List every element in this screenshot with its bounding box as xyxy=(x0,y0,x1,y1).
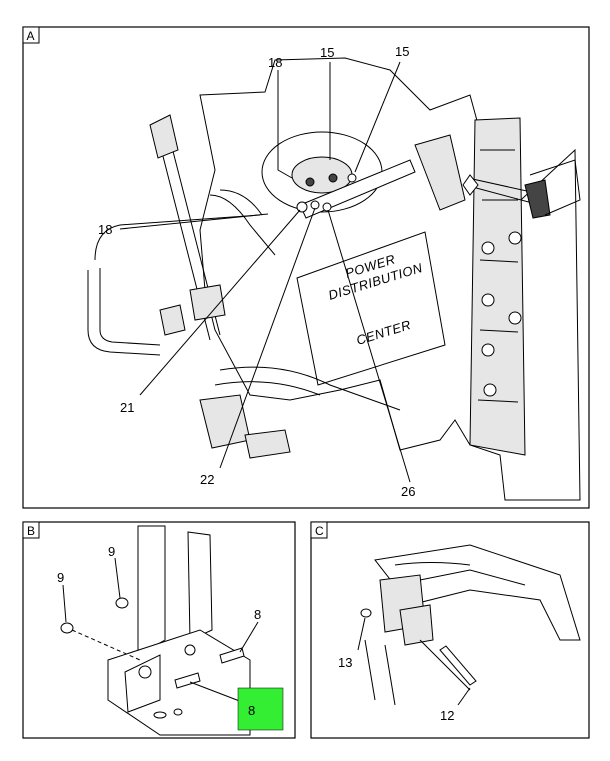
bolt-12 xyxy=(439,645,477,686)
leader-13 xyxy=(357,617,366,651)
callout-26: 26 xyxy=(401,484,415,499)
nut-21 xyxy=(296,201,308,213)
lower-harness xyxy=(214,366,401,411)
panel-c: C 13 12 xyxy=(310,521,590,739)
callout-18b: 18 xyxy=(98,222,112,237)
slot-hole xyxy=(153,711,167,719)
panel-a: A POWER DISTRIBUTION CENTER xyxy=(22,26,590,509)
post-left xyxy=(137,525,166,656)
callout-12: 12 xyxy=(440,708,454,723)
bolt-head xyxy=(481,293,495,307)
nut-13 xyxy=(360,608,372,618)
callout-8-upper: 8 xyxy=(254,607,261,622)
stud-15b xyxy=(328,173,338,183)
panel-b-frame xyxy=(22,521,296,739)
callout-8-highlighted: 8 xyxy=(248,703,255,718)
leader-18b xyxy=(119,213,269,230)
cable-clamp xyxy=(462,174,479,196)
nut-26 xyxy=(322,202,332,212)
nut-15 xyxy=(347,173,357,183)
lower-connectors xyxy=(199,394,251,449)
connector-cluster-lower xyxy=(399,604,434,646)
panel-a-frame xyxy=(22,26,590,509)
bolt-head xyxy=(481,343,495,357)
panel-c-tag-box xyxy=(310,521,328,539)
panel-b-tag-box xyxy=(22,521,40,539)
cable-bracket xyxy=(529,159,581,216)
nut-9-left xyxy=(60,622,74,634)
panel-b: B 9 9 8 8 xyxy=(22,521,296,739)
panel-c-tag: C xyxy=(315,524,324,538)
callout-13: 13 xyxy=(338,655,352,670)
panel-a-tag-box xyxy=(22,26,40,44)
nut-9-upper xyxy=(115,597,129,609)
panel-c-frame xyxy=(310,521,590,739)
harness-bracket xyxy=(374,544,581,641)
panel-a-tag: A xyxy=(27,29,35,43)
side-connector-2 xyxy=(159,304,186,336)
nut-22 xyxy=(310,200,320,210)
bolt-head xyxy=(481,241,495,255)
bolt-8-upper xyxy=(219,647,245,664)
leader-18a xyxy=(277,70,293,179)
stud-15a xyxy=(305,177,315,187)
bracket-tab xyxy=(124,654,161,713)
callout-15a: 15 xyxy=(320,45,334,60)
strut-top-fitting xyxy=(149,114,179,159)
bracket-hole xyxy=(138,665,152,679)
callout-21: 21 xyxy=(120,400,134,415)
bolt-head xyxy=(483,383,497,397)
leader-9-upper xyxy=(114,557,121,599)
slot-hole xyxy=(173,708,183,716)
cable-plug xyxy=(524,179,551,219)
leader-9-left xyxy=(62,584,67,623)
bolt-8-lower xyxy=(174,672,201,689)
harness-wires xyxy=(394,562,526,586)
leader-12 xyxy=(457,687,471,706)
hanging-wires xyxy=(364,639,471,706)
connector-block xyxy=(414,134,466,211)
hose-left xyxy=(209,189,276,256)
callout-18a: 18 xyxy=(268,55,282,70)
callout-22: 22 xyxy=(200,472,214,487)
power-distribution-center xyxy=(296,231,446,386)
bolt-head xyxy=(508,231,522,245)
frame-rail xyxy=(469,117,526,456)
leader-15b xyxy=(354,61,401,173)
bracket-hole xyxy=(184,644,196,656)
callout-9-upper: 9 xyxy=(108,544,115,559)
leader-8-upper xyxy=(239,621,259,653)
post-right xyxy=(187,531,213,641)
bolt-head xyxy=(508,311,522,325)
side-connector xyxy=(189,284,226,321)
leader-22 xyxy=(219,207,316,469)
alignment-line xyxy=(71,629,141,661)
callout-9-left: 9 xyxy=(57,570,64,585)
leader-21 xyxy=(139,209,301,396)
panel-b-tag: B xyxy=(27,524,35,538)
frame-bolts xyxy=(481,231,522,397)
highlight-box xyxy=(237,687,284,731)
handle-tube xyxy=(87,214,261,356)
leader-26 xyxy=(327,209,411,483)
callout-15b: 15 xyxy=(395,44,409,59)
frame-rail-ribs xyxy=(477,149,519,403)
lower-connector-plug xyxy=(244,429,291,459)
